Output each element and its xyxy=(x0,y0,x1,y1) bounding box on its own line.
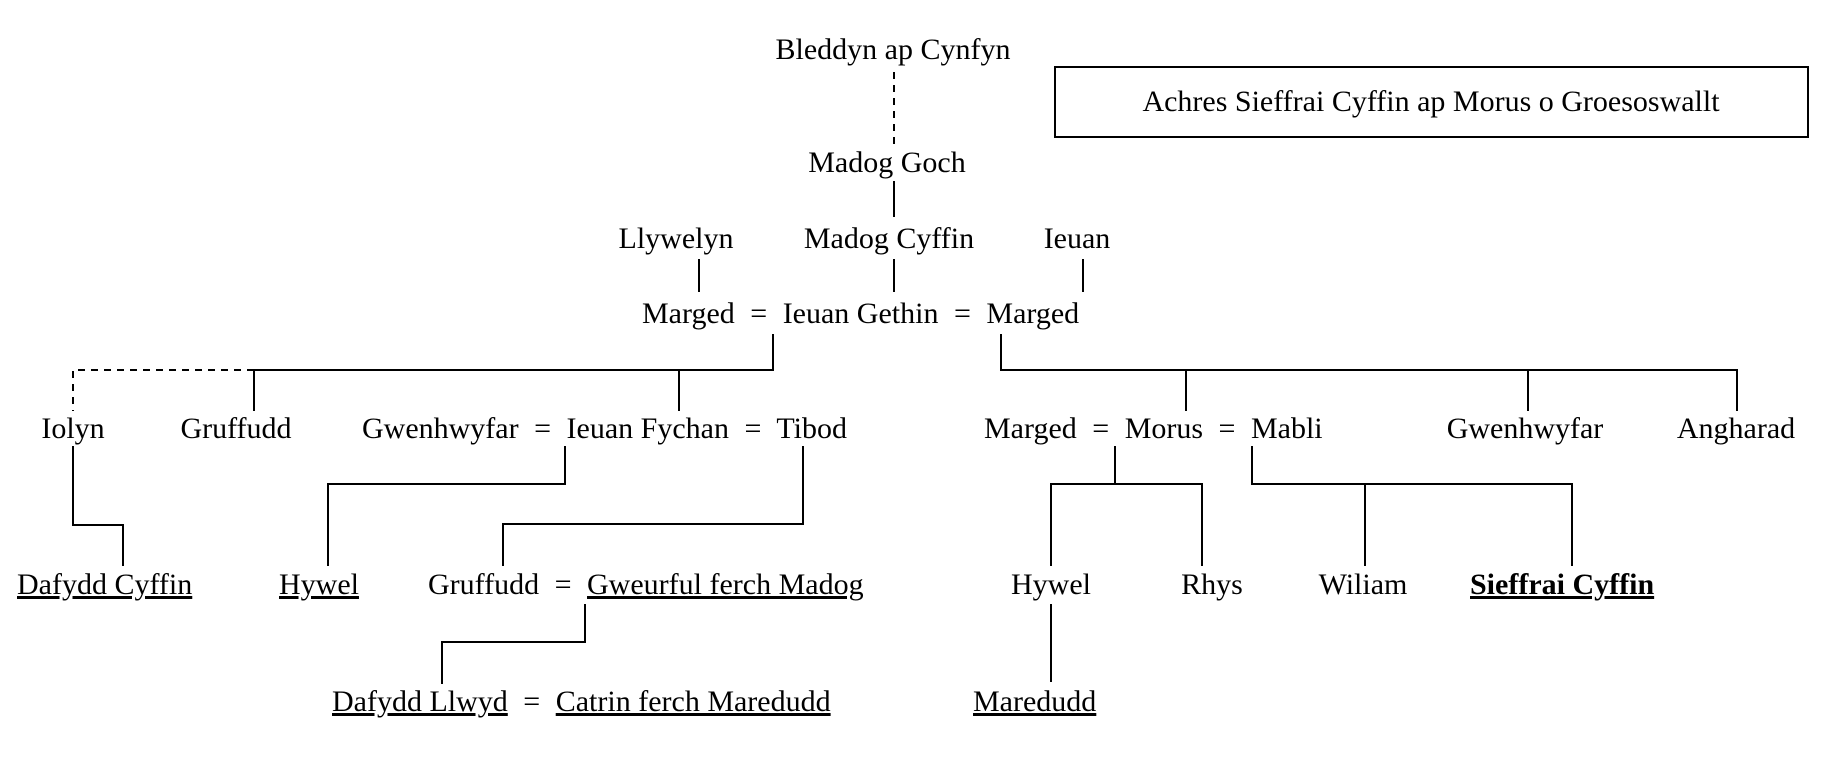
marriage-symbol: = xyxy=(1219,412,1236,445)
person-catrin: Catrin ferch Maredudd xyxy=(556,685,831,718)
person-gruffudd-1: Gruffudd xyxy=(180,412,291,445)
person-iolyn: Iolyn xyxy=(41,412,104,445)
person-gwenhwyfar-1: Gwenhwyfar xyxy=(362,412,519,445)
marriage-row-dafydd-llwyd: Dafydd Llwyd = Catrin ferch Maredudd xyxy=(332,685,831,718)
person-marged-3: Marged xyxy=(984,412,1077,445)
marriage-row-ieuan-fychan: Gwenhwyfar = Ieuan Fychan = Tibod xyxy=(362,412,847,445)
line-gweurful-dafydd-llwyd xyxy=(441,604,586,684)
line-ieuan-gethin-children-left xyxy=(253,334,774,411)
marriage-symbol: = xyxy=(534,412,551,445)
line-iolyn-dafydd-cyffin xyxy=(72,446,124,566)
person-marged-2: Marged xyxy=(986,297,1079,330)
line-hywel-rhys-bar xyxy=(1050,483,1203,566)
line-gwenhwyfar-hywel xyxy=(327,446,566,566)
marriage-symbol: = xyxy=(750,297,767,330)
person-gruffudd-2: Gruffudd xyxy=(428,568,539,601)
person-ieuan: Ieuan xyxy=(1044,222,1111,255)
person-marged-1: Marged xyxy=(642,297,735,330)
person-rhys: Rhys xyxy=(1181,568,1243,601)
marriage-row-ieuan-gethin: Marged = Ieuan Gethin = Marged xyxy=(642,297,1079,330)
person-hywel-1: Hywel xyxy=(279,568,359,601)
title-box: Achres Sieffrai Cyffin ap Morus o Groeso… xyxy=(1054,66,1809,138)
marriage-symbol: = xyxy=(744,412,761,445)
person-gwenhwyfar-2: Gwenhwyfar xyxy=(1447,412,1604,445)
marriage-row-gruffudd: Gruffudd = Gweurful ferch Madog xyxy=(428,568,864,601)
line-tibod-gruffudd xyxy=(502,446,804,566)
person-wiliam: Wiliam xyxy=(1319,568,1408,601)
person-tibod: Tibod xyxy=(776,412,847,445)
person-dafydd-llwyd: Dafydd Llwyd xyxy=(332,685,508,718)
person-maredudd: Maredudd xyxy=(973,685,1096,718)
person-morus: Morus xyxy=(1125,412,1203,445)
person-angharad: Angharad xyxy=(1677,412,1795,445)
person-llywelyn: Llywelyn xyxy=(619,222,734,255)
person-hywel-2: Hywel xyxy=(1011,568,1091,601)
person-mabli: Mabli xyxy=(1251,412,1323,445)
person-ieuan-fychan: Ieuan Fychan xyxy=(567,412,729,445)
title-frame xyxy=(1054,66,1809,138)
marriage-symbol: = xyxy=(1092,412,1109,445)
tree-title: Achres Sieffrai Cyffin ap Morus o Groeso… xyxy=(1142,85,1720,118)
marriage-row-morus: Marged = Morus = Mabli xyxy=(984,412,1323,445)
person-madog-cyffin: Madog Cyffin xyxy=(804,222,974,255)
marriage-symbol: = xyxy=(523,685,540,718)
line-to-iolyn xyxy=(72,369,254,411)
person-bleddyn-ap-cynfyn: Bleddyn ap Cynfyn xyxy=(776,33,1011,66)
person-ieuan-gethin: Ieuan Gethin xyxy=(783,297,939,330)
marriage-symbol: = xyxy=(954,297,971,330)
line-mabli-children xyxy=(1251,446,1573,566)
connector-lines xyxy=(72,72,1738,684)
person-sieffrai-cyffin: Sieffrai Cyffin xyxy=(1470,568,1654,601)
line-ieuan-gethin-children-right xyxy=(1000,334,1738,411)
person-madog-goch: Madog Goch xyxy=(808,146,965,179)
marriage-symbol: = xyxy=(555,568,572,601)
person-dafydd-cyffin: Dafydd Cyffin xyxy=(17,568,192,601)
person-gweurful: Gweurful ferch Madog xyxy=(587,568,864,601)
